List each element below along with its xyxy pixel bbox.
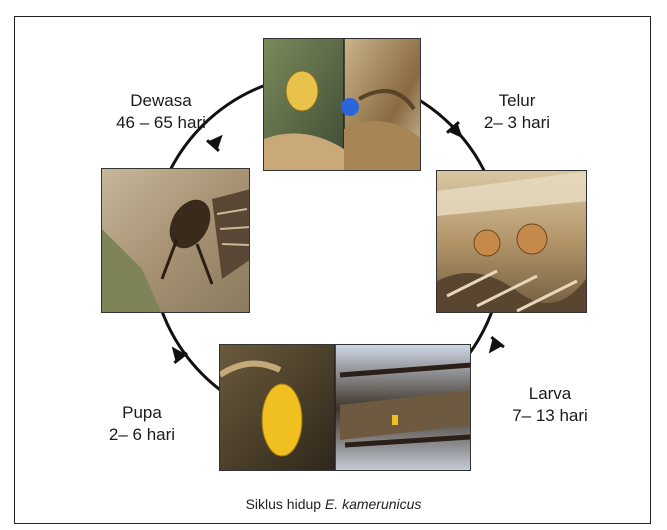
stage-duration: 2– 6 hari [92,424,192,446]
larva-photo [436,170,587,313]
stage-label-larva: Larva 7– 13 hari [490,383,610,427]
stage-name: Dewasa [96,90,226,112]
arrow-icon-bottom-right [482,336,504,358]
stage-duration: 7– 13 hari [490,405,610,427]
caption-prefix: Siklus hidup [246,496,325,512]
stage-name: Larva [490,383,610,405]
caption-species: E. kamerunicus [325,496,421,512]
stage-duration: 46 – 65 hari [96,112,226,134]
stage-duration: 2– 3 hari [462,112,572,134]
pupa-photo [219,344,471,471]
stage-name: Telur [462,90,572,112]
stage-label-pupa: Pupa 2– 6 hari [92,402,192,446]
figure-caption: Siklus hidup E. kamerunicus [0,496,667,512]
adult-photo [101,168,250,313]
stage-name: Pupa [92,402,192,424]
stage-label-telur: Telur 2– 3 hari [462,90,572,134]
egg-photo [263,38,421,171]
stage-label-dewasa: Dewasa 46 – 65 hari [96,90,226,134]
